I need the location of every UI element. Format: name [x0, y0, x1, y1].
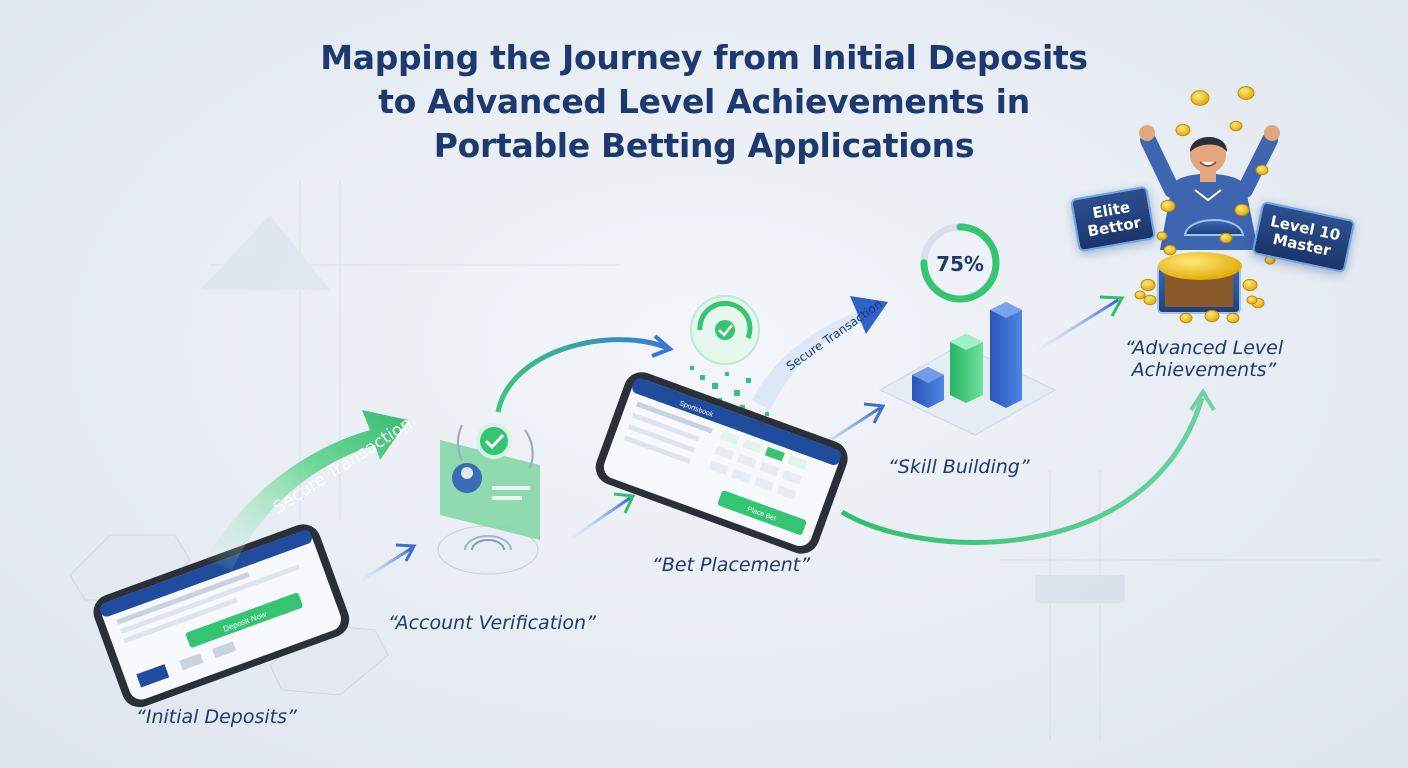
gold-coin — [1226, 312, 1240, 324]
gold-coin — [1143, 294, 1157, 306]
caption-account-verification: “Account Verification” — [388, 612, 596, 634]
progress-percent: 75% — [936, 252, 984, 276]
gold-coin — [1140, 278, 1156, 292]
gold-coin — [1163, 244, 1177, 256]
secure-transaction-label-1: Secure Transaction — [270, 414, 416, 519]
title-line-2: to Advanced Level Achievements in — [378, 82, 1030, 121]
secure-transaction-arrow-2: Secure Transaction — [752, 296, 888, 410]
caption-skill-building: “Skill Building” — [888, 456, 1030, 478]
connector-arrow-4 — [1037, 295, 1125, 352]
title-line-1: Mapping the Journey from Initial Deposit… — [320, 38, 1088, 77]
caption-bet-placement: “Bet Placement” — [652, 554, 811, 576]
caption-initial-deposits: “Initial Deposits” — [136, 706, 297, 728]
confirm-check-icon — [690, 295, 760, 365]
gold-coin — [1204, 309, 1220, 323]
skill-bars — [878, 302, 1057, 436]
gold-coin — [1255, 164, 1269, 176]
gold-coin — [1160, 199, 1176, 213]
treasure-chest — [1157, 219, 1245, 314]
gold-coin — [1190, 90, 1210, 106]
gold-coin — [1219, 232, 1233, 244]
page-title: Mapping the Journey from Initial Deposit… — [254, 36, 1154, 168]
gold-coin — [1242, 278, 1258, 292]
gold-coin — [1179, 312, 1193, 324]
title-line-3: Portable Betting Applications — [433, 126, 975, 165]
gold-coin — [1175, 123, 1191, 137]
caption-advanced-line-2: Achievements” — [1131, 359, 1277, 381]
gold-coins — [1134, 86, 1276, 324]
phone-deposit: Deposit Now — [93, 524, 350, 708]
caption-advanced-line-1: “Advanced Level — [1124, 337, 1284, 359]
gold-coin — [1246, 295, 1258, 305]
gold-coin — [1237, 86, 1255, 100]
connector-arrow-2 — [571, 492, 636, 540]
arc-to-bet — [495, 334, 674, 413]
gold-coin — [1229, 120, 1243, 132]
secure-transaction-label-2: Secure Transaction — [784, 297, 885, 374]
arc-to-achievements — [840, 388, 1216, 545]
progress-ring: 75% — [920, 223, 1000, 303]
gold-coin — [1234, 203, 1250, 217]
phone-bet: Sportsbook Place Bet — [595, 372, 848, 554]
gold-coin — [1156, 231, 1168, 241]
verification-card — [437, 423, 540, 575]
achievement-scene — [1134, 86, 1280, 324]
connector-arrow-1 — [361, 543, 417, 582]
caption-advanced-achievements: “Advanced Level Achievements” — [1104, 337, 1304, 381]
gold-coin — [1134, 290, 1146, 300]
background-decor — [200, 180, 1380, 740]
